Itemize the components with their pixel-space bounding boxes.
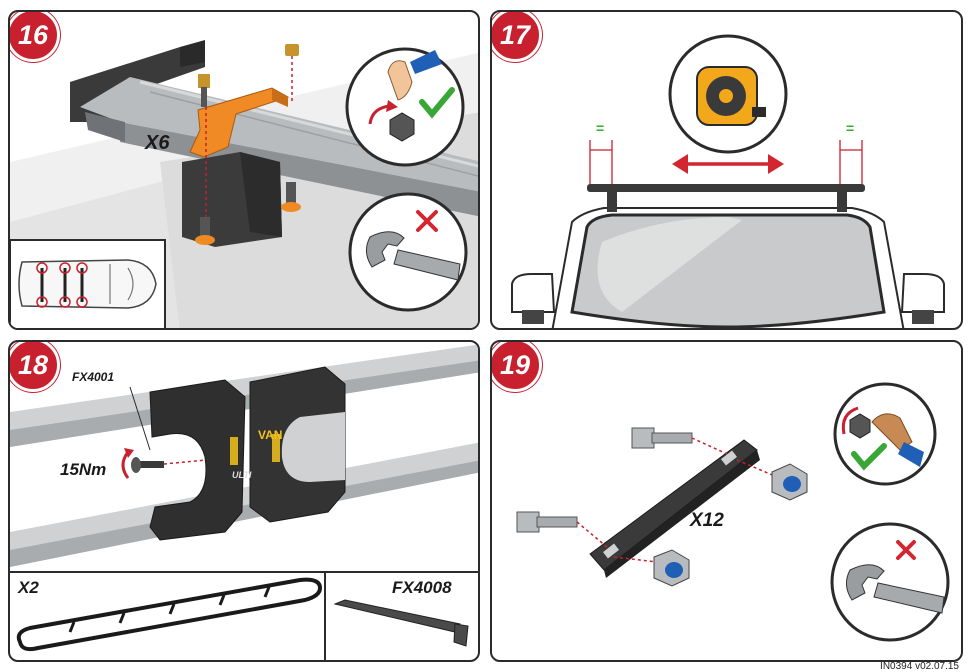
hex-key-part-code: FX4008 bbox=[392, 578, 452, 597]
step-number-badge: 19 bbox=[492, 342, 542, 392]
step-17-panel: 17 = = bbox=[490, 10, 963, 330]
check-icon bbox=[851, 443, 887, 471]
hand-turn-icon bbox=[833, 382, 937, 486]
part-code-label: FX4001 bbox=[72, 370, 115, 384]
document-code: IN0394 v02.07.15 bbox=[880, 661, 959, 672]
step-16-panel: 16 X6 bbox=[8, 10, 480, 330]
hand-turn-icon bbox=[345, 47, 465, 167]
equal-mark-left: = bbox=[596, 120, 605, 136]
hex-key-icon bbox=[333, 599, 469, 647]
step-number-badge: 16 bbox=[10, 12, 60, 62]
step-19-panel: 19 X12 bbox=[490, 340, 963, 662]
cross-icon bbox=[416, 210, 438, 232]
clamp-brand-text: VAN bbox=[258, 428, 283, 442]
clamp-sub-text: ULTI bbox=[232, 470, 252, 480]
quantity-label: X12 bbox=[690, 510, 724, 531]
wrench-icon bbox=[348, 192, 468, 312]
quantity-label: X6 bbox=[145, 132, 170, 154]
step-19-illustration bbox=[516, 382, 950, 642]
step-17-illustration bbox=[511, 34, 945, 328]
step-18-panel: 18 FX4001 15Nm VAN ULTI X2 FX4008 bbox=[8, 340, 480, 662]
wrench-icon bbox=[830, 522, 950, 642]
torque-label: 15Nm bbox=[60, 460, 107, 479]
step-number-badge: 17 bbox=[492, 12, 542, 62]
equal-mark-right: = bbox=[846, 120, 855, 136]
step-number-badge: 18 bbox=[10, 342, 60, 392]
tape-measure-icon bbox=[668, 34, 788, 154]
van-topview-icon bbox=[18, 259, 157, 309]
check-icon bbox=[419, 87, 455, 119]
cross-icon bbox=[896, 540, 916, 560]
step-16-illustration bbox=[10, 40, 478, 328]
step-18-illustration bbox=[10, 344, 478, 660]
strip-quantity-label: X2 bbox=[18, 578, 39, 597]
